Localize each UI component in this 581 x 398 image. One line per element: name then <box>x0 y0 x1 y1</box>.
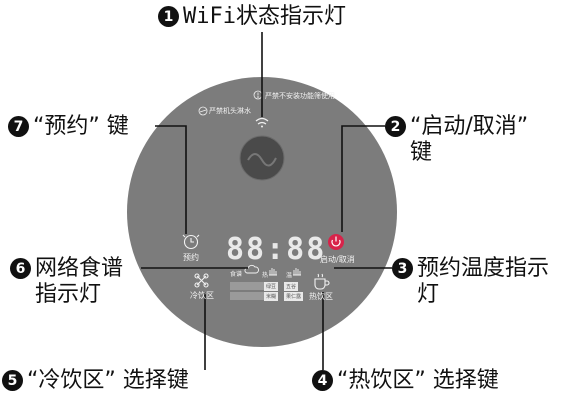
callout-cold-zone: 5 “冷饮区” 选择键 <box>2 368 189 394</box>
callout-hot-zone: 4 “热饮区” 选择键 <box>312 368 499 394</box>
cold-zone-label: 冷饮区 <box>190 291 214 300</box>
mode-box-nutmilk: 果仁露 <box>284 292 304 301</box>
reserve-label: 预约 <box>183 253 199 262</box>
callout-label-5: “冷饮区” 选择键 <box>27 368 189 393</box>
alarm-clock-icon[interactable] <box>182 234 200 250</box>
hand-icon <box>269 268 277 276</box>
warm-indicator-label: 温 <box>286 272 293 279</box>
callout-label-2: “启动/取消” 键 <box>410 114 529 165</box>
mode-box-blank-1 <box>230 282 250 290</box>
leader-lines <box>141 32 392 370</box>
callout-wifi: 1 WiFi状态指示灯 <box>158 4 346 30</box>
wifi-icon <box>255 117 269 128</box>
time-display: 88:88 <box>226 232 327 267</box>
cold-zone-icon[interactable] <box>194 273 209 288</box>
callout-number-7: 7 <box>8 116 29 137</box>
recipe-indicator-label: 食谱 <box>230 271 243 278</box>
hand-icon-2 <box>293 268 301 276</box>
mode-box-blank-3 <box>230 292 250 300</box>
callout-label-6: 网络食谱 指示灯 <box>35 256 124 307</box>
mode-box-grains: 五谷 <box>284 282 299 291</box>
callout-label-3: 预约温度指示 灯 <box>417 256 550 307</box>
callout-reserve: 7 “预约” 键 <box>8 114 129 140</box>
callout-number-1: 1 <box>158 6 179 27</box>
callout-number-6: 6 <box>10 258 31 279</box>
callout-number-2: 2 <box>385 116 406 137</box>
power-icon[interactable] <box>328 234 344 250</box>
callout-label-4: “热饮区” 选择键 <box>337 368 499 393</box>
warning-left-text: 严禁机头淋水 <box>209 107 251 115</box>
callout-net-recipe: 6 网络食谱 指示灯 <box>10 256 123 308</box>
warning-right-text: 严禁不安装功能筛使用 <box>265 92 335 100</box>
cloud-icon <box>244 264 259 274</box>
callout-number-3: 3 <box>392 258 413 279</box>
start-cancel-label: 启动/取消 <box>320 255 355 264</box>
mode-box-blank-2 <box>250 282 264 290</box>
callout-label-7: “预约” 键 <box>33 114 129 139</box>
callout-reserve-temp: 3 预约温度指示 灯 <box>392 256 549 308</box>
hot-zone-label: 热饮区 <box>309 292 333 301</box>
hot-cup-icon[interactable] <box>314 273 330 290</box>
callout-number-4: 4 <box>312 370 333 391</box>
control-panel <box>127 77 397 347</box>
mode-box-blank-4 <box>250 292 264 300</box>
center-knob[interactable] <box>239 135 285 181</box>
mode-box-mungbean: 绿豆 <box>264 282 279 291</box>
callout-number-5: 5 <box>2 370 23 391</box>
mode-box-ricepaste: 米糊 <box>264 292 279 301</box>
hot-indicator-label: 热 <box>262 272 269 279</box>
callout-label-1: WiFi状态指示灯 <box>183 4 346 29</box>
callout-start-cancel: 2 “启动/取消” 键 <box>385 114 528 166</box>
